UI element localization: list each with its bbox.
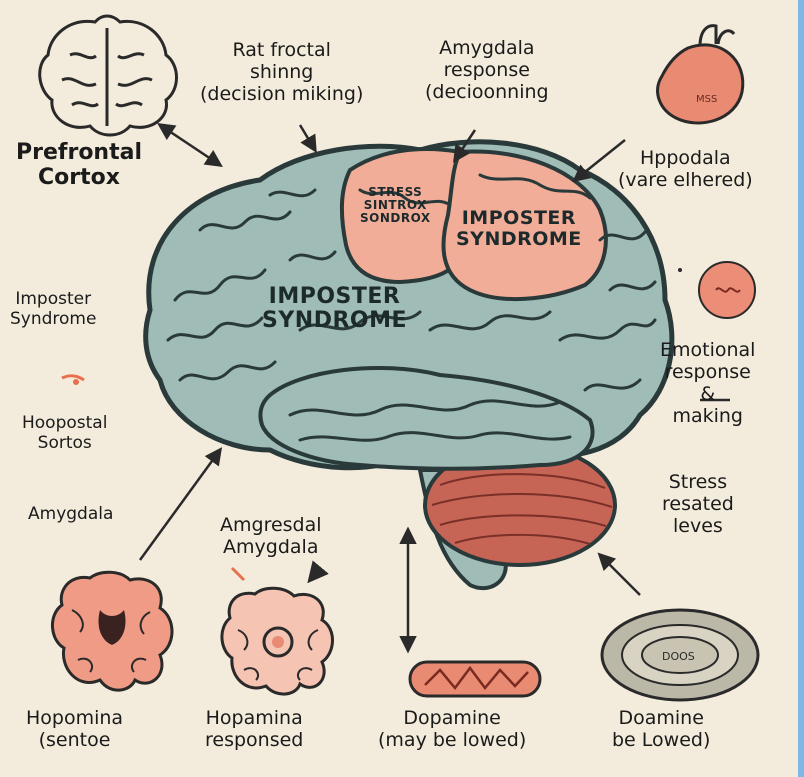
imposter-syndrome-left-label: Imposter Syndrome [10,290,96,329]
brain-imposter-region-label: IMPOSTER SYNDROME [456,208,582,250]
prefrontal-cortex-icon [40,16,177,135]
disc-text: DOOS [662,650,695,663]
amygdala-left-label: Amygdala [28,505,113,525]
organ-text: MSS [696,94,717,105]
dopamine-disc-icon: DOOS [602,610,758,700]
hopamina-brain-icon [222,568,333,694]
hopomina-label: Hopomina (sentoe [26,708,123,752]
brain-imposter-main-label: IMPOSTER SYNDROME [262,285,407,333]
hppodala-organ-icon: MSS [658,26,743,123]
rat-froctal-label: Rat froctal shinng (decision miking) [200,40,363,106]
hppodala-label: Hppodala (vare elhered) [618,148,753,192]
emotional-response-label: Emotional response & making [660,340,755,427]
brain-stress-region-label: STRESS SINTROX SONDROX [360,186,431,226]
small-sphere-icon [678,262,755,318]
amgresdal-label: Amgresdal Amygdala [220,515,322,559]
stress-levels-label: Stress resated leves [662,472,734,538]
dopamine-lowed-label: Dopamine (may be lowed) [378,708,526,752]
mitochondria-icon [410,662,540,696]
small-marker-icon [62,376,84,385]
prefrontal-cortex-label: Prefrontal Cortox [16,140,142,191]
hopomina-brain-icon [52,572,172,690]
hopamina-responsed-label: Hopamina responsed [205,708,303,752]
doamine-lowed-label: Doamine be Lowed) [612,708,710,752]
hoopostal-label: Hoopostal Sortos [22,414,107,453]
amygdala-response-top-label: Amygdala response (decioonning [425,38,549,104]
